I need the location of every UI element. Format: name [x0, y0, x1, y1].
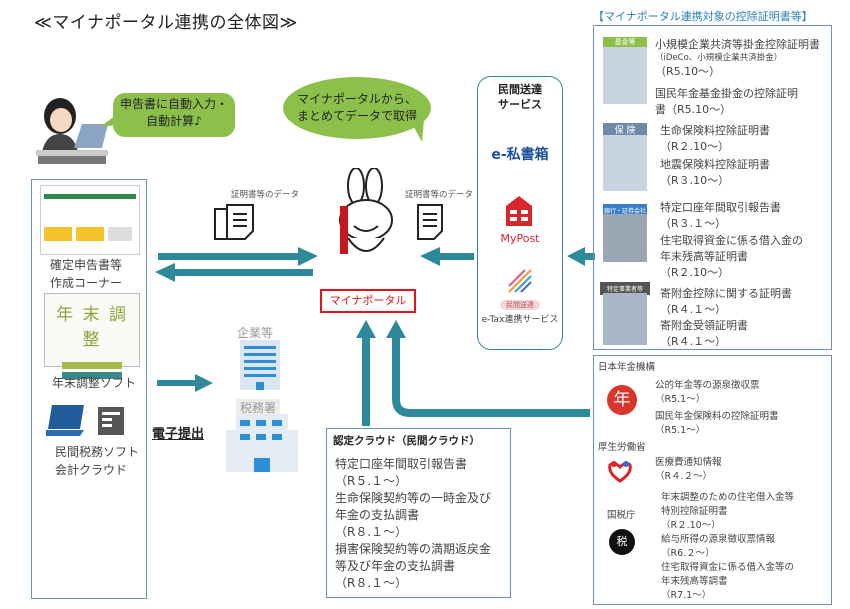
user-speech-bubble: 申告書に自動入力・ 自動計算♪ — [113, 93, 235, 137]
document-icon — [417, 204, 443, 240]
company-building-icon — [240, 340, 280, 390]
nencho-app-thumbnail: 年 末 調 整 — [44, 293, 140, 379]
document-icon — [214, 204, 254, 240]
bank-sign: 銀行・証券会社 — [603, 204, 647, 217]
pension-org-logo-icon: 年 — [607, 385, 637, 415]
private-certs-box — [593, 25, 832, 350]
insurance-building-icon — [603, 135, 647, 191]
nencho-soft-label: 年末調整ソフト — [52, 376, 137, 390]
arrow-delivery-to-portal — [420, 247, 474, 266]
public-certs-box — [593, 355, 832, 605]
org-label: 厚生労働省 — [598, 442, 646, 453]
laptop-icon — [46, 405, 124, 436]
tax-office-building-icon — [226, 414, 298, 472]
fund-building-icon — [603, 47, 647, 104]
cert-item: 公的年金等の源泉徴収票 （R5.1～） 国民年金保険料の控除証明書 （R5.1～… — [655, 380, 779, 436]
cert-item: 医療費通知情報 （R４.２～） — [655, 457, 722, 482]
mynaportal-mascot-icon — [339, 168, 393, 254]
e-shishobako-logo[interactable]: e-私書箱 — [491, 147, 549, 163]
delivery-service-title: 民間送達 サービス — [498, 83, 542, 111]
e-tax-link-service-icon — [508, 269, 532, 293]
right-section-title: 【マイナポータル連携対象の控除証明書等】 — [593, 10, 813, 23]
cert-item: 地震保険料控除証明書 （R３.10～） — [660, 158, 770, 187]
cert-item: 小規模企業共済等掛金控除証明書 （iDeCo、小規模企業共済掛金） （R5.10… — [655, 38, 820, 78]
bubble-tail — [410, 120, 424, 142]
insurance-sign: 保 険 — [603, 123, 647, 136]
cert-item: 寄附金受領証明書 （R４.１～） — [660, 319, 748, 348]
mypost-icon — [506, 196, 532, 226]
cert-item: 住宅取得資金に係る借入金の 年末残高等証明書 （R２.10～） — [660, 234, 803, 279]
fund-sign: 基金等 — [603, 37, 647, 47]
filing-corner-label: 確定申告書等 作成コーナー — [50, 258, 123, 290]
cert-item: 国民年金基金掛金の控除証明 書（R5.10～） — [655, 87, 798, 116]
arrow-to-portal — [158, 247, 318, 266]
nta-logo-icon: 税 — [609, 529, 635, 555]
portal-speech-bubble: マイナポータルから、 まとめてデータで取得 — [283, 77, 431, 139]
person-laptop-icon — [36, 98, 108, 164]
cert-item: 寄附金控除に関する証明書 （R４.１～） — [660, 287, 792, 316]
cert-item: 年末調整のための住宅借入金等 特別控除証明書 （R２.10～） 給与所得の源泉徴… — [661, 492, 795, 601]
e-tax-link-service-label[interactable]: e-Tax連携サービス — [481, 315, 559, 325]
delivery-service-box — [477, 76, 563, 350]
business-sign: 特定事業者等 — [600, 282, 650, 295]
arrow-from-portal — [155, 263, 313, 282]
tax-office-label: 税務署 — [236, 399, 281, 416]
bank-building-icon — [603, 214, 647, 262]
mhlw-logo-icon — [608, 461, 632, 483]
mypost-logo[interactable]: MyPost — [500, 232, 540, 245]
org-label: 日本年金機構 — [598, 362, 656, 373]
e-tax-screen-thumbnail — [40, 185, 140, 255]
arrow-certs-to-delivery — [567, 247, 595, 266]
mynaportal-label[interactable]: マイナポータル — [320, 289, 416, 313]
cert-item: 生命保険料控除証明書 （R２.10～） — [660, 124, 770, 153]
org-label: 国税庁 — [607, 510, 636, 521]
business-building-icon — [603, 293, 647, 345]
page-title: ≪マイナポータル連携の全体図≫ — [34, 13, 298, 33]
arrow-cloud-to-portal — [356, 320, 376, 426]
software-box — [31, 179, 147, 599]
tax-soft-label: 民間税務ソフト 会計クラウド — [55, 445, 140, 477]
certified-cloud-box: 認定クラウド（民間クラウド） 特定口座年間取引報告書 （R５.１～） 生命保険契… — [326, 428, 511, 598]
cloud-title: 認定クラウド（民間クラウド） — [333, 435, 480, 447]
e-submission-label: 電子提出 — [152, 427, 205, 442]
arrow-submit — [157, 374, 213, 392]
cert-item: 特定口座年間取引報告書 （R３.１～） — [660, 201, 781, 230]
data-label-right: 証明書等のデータ — [405, 190, 474, 200]
bubble-tail — [100, 115, 116, 127]
delivery-badge: 民間送達 — [500, 300, 540, 310]
company-label: 企業等 — [237, 326, 274, 340]
data-label-left: 証明書等のデータ — [231, 190, 300, 200]
